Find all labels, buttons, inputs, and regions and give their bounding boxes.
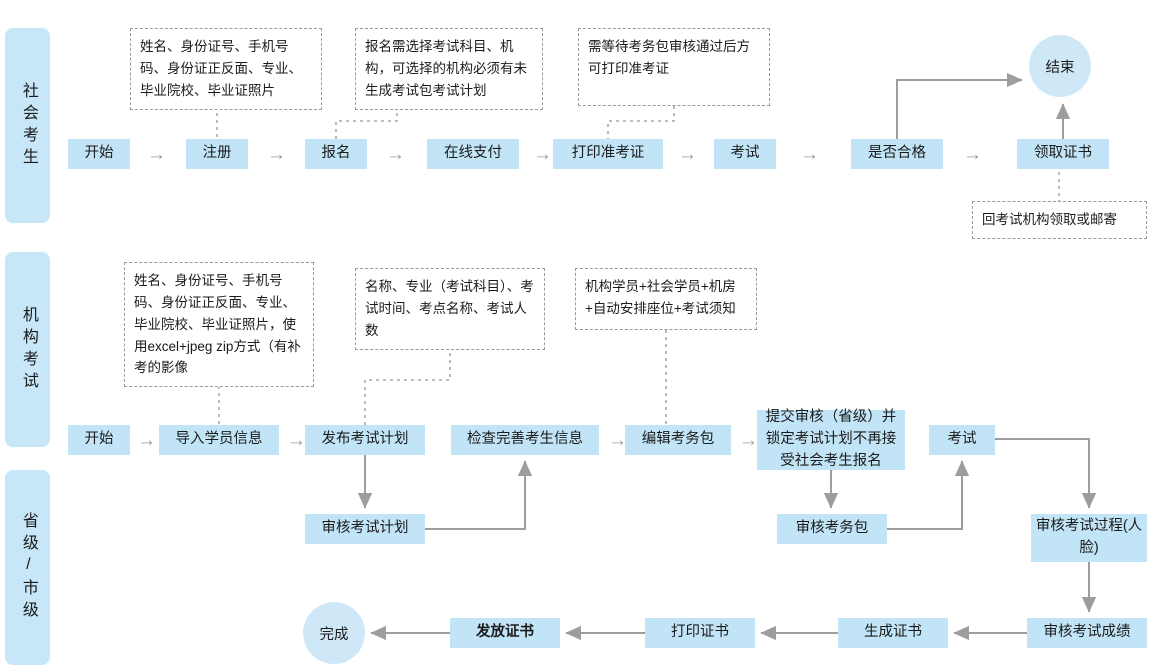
note-plan: 名称、专业（考试科目）、考试时间、考点名称、考试人数 <box>355 268 545 350</box>
wire-auditplan-to-check <box>425 460 533 530</box>
lane-label-text: 社会考生 <box>19 81 37 170</box>
node-register[interactable]: 注册 <box>186 139 248 169</box>
lane-label-3: 省级/市级 <box>5 470 50 665</box>
node-label: 审核考试计划 <box>321 520 409 537</box>
lane-label-1: 社会考生 <box>5 28 50 223</box>
node-label: 打印证书 <box>671 624 729 641</box>
node-start2[interactable]: 开始 <box>68 425 130 455</box>
node-audit-plan[interactable]: 审核考试计划 <box>305 514 425 544</box>
node-label: 考试 <box>730 145 760 162</box>
arrow-right-icon: → <box>533 144 552 165</box>
arrow-right-icon: → <box>963 144 982 165</box>
arrow-right-icon: → <box>287 430 306 451</box>
node-submit-lock[interactable]: 提交审核（省级）并锁定考试计划不再接受社会考生报名 <box>757 409 905 470</box>
note-register: 姓名、身份证号、手机号码、身份证正反面、专业、毕业院校、毕业证照片 <box>130 28 322 110</box>
node-publish-plan[interactable]: 发布考试计划 <box>305 425 425 455</box>
node-audit-score[interactable]: 审核考试成绩 <box>1027 618 1147 648</box>
node-label: 注册 <box>202 145 232 162</box>
note-ticket: 需等待考务包审核通过后方可打印准考证 <box>578 28 770 106</box>
node-label: 生成证书 <box>864 624 922 641</box>
arrow-right-icon: → <box>800 144 819 165</box>
node-label: 发布考试计划 <box>321 431 409 448</box>
node-edit-pack[interactable]: 编辑考务包 <box>625 425 731 455</box>
node-issue-cert[interactable]: 发放证书 <box>450 618 560 648</box>
wire-ispass-to-end <box>896 72 1023 139</box>
arrow-right-icon: → <box>608 430 627 451</box>
node-label: 打印准考证 <box>571 145 645 162</box>
arrow-right-icon: → <box>739 430 758 451</box>
node-label: 审核考试成绩 <box>1043 624 1131 641</box>
node-get-cert[interactable]: 领取证书 <box>1017 139 1109 169</box>
node-label: 检查完善考生信息 <box>467 431 583 448</box>
node-label: 领取证书 <box>1034 145 1092 162</box>
node-check-info[interactable]: 检查完善考生信息 <box>451 425 599 455</box>
node-label: 开始 <box>84 145 114 162</box>
arrow-right-icon: → <box>678 144 697 165</box>
node-exam1[interactable]: 考试 <box>714 139 776 169</box>
leader-note-ticket <box>607 106 675 139</box>
lane-label-text: 机构考试 <box>19 305 37 394</box>
node-gen-cert[interactable]: 生成证书 <box>838 618 948 648</box>
node-import-stu[interactable]: 导入学员信息 <box>159 425 279 455</box>
circle-label: 完成 <box>319 626 349 643</box>
leader-note-plan <box>364 346 451 425</box>
node-label: 编辑考务包 <box>641 431 715 448</box>
note-pickup: 回考试机构领取或邮寄 <box>972 201 1147 239</box>
wire-exam2-to-auditproc <box>995 438 1097 509</box>
node-print-cert[interactable]: 打印证书 <box>645 618 755 648</box>
node-audit-pack[interactable]: 审核考务包 <box>777 514 887 544</box>
arrow-right-icon: → <box>147 144 166 165</box>
node-online-pay[interactable]: 在线支付 <box>427 139 519 169</box>
node-label: 审核考试过程(人脸) <box>1035 518 1143 556</box>
node-exam2[interactable]: 考试 <box>929 425 995 455</box>
node-is-pass[interactable]: 是否合格 <box>851 139 943 169</box>
node-label: 发放证书 <box>476 624 534 641</box>
arrow-right-icon: → <box>386 144 405 165</box>
circle-label: 结束 <box>1045 59 1075 76</box>
node-audit-proc[interactable]: 审核考试过程(人脸) <box>1031 514 1147 562</box>
node-signup[interactable]: 报名 <box>305 139 367 169</box>
node-done-circle[interactable]: 完成 <box>303 602 365 664</box>
lane-label-text: 省级/市级 <box>19 512 37 623</box>
note-signup: 报名需选择考试科目、机构，可选择的机构必须有未生成考试包考试计划 <box>355 28 543 110</box>
node-label: 报名 <box>321 145 351 162</box>
node-label: 在线支付 <box>444 145 502 162</box>
arrow-right-icon: → <box>137 430 156 451</box>
node-label: 导入学员信息 <box>175 431 263 448</box>
node-label: 是否合格 <box>868 145 926 162</box>
node-label: 提交审核（省级）并锁定考试计划不再接受社会考生报名 <box>765 409 897 469</box>
node-end-circle[interactable]: 结束 <box>1029 35 1091 97</box>
note-pack: 机构学员+社会学员+机房+自动安排座位+考试须知 <box>575 268 757 330</box>
node-label: 审核考务包 <box>795 520 869 537</box>
node-print-ticket[interactable]: 打印准考证 <box>553 139 663 169</box>
arrow-right-icon: → <box>267 144 286 165</box>
node-label: 开始 <box>84 431 114 448</box>
node-start1[interactable]: 开始 <box>68 139 130 169</box>
lane-label-2: 机构考试 <box>5 252 50 447</box>
note-import: 姓名、身份证号、手机号码、身份证正反面、专业、毕业院校、毕业证照片，使用exce… <box>124 262 314 388</box>
leader-note-signup <box>335 106 398 139</box>
node-label: 考试 <box>947 431 977 448</box>
